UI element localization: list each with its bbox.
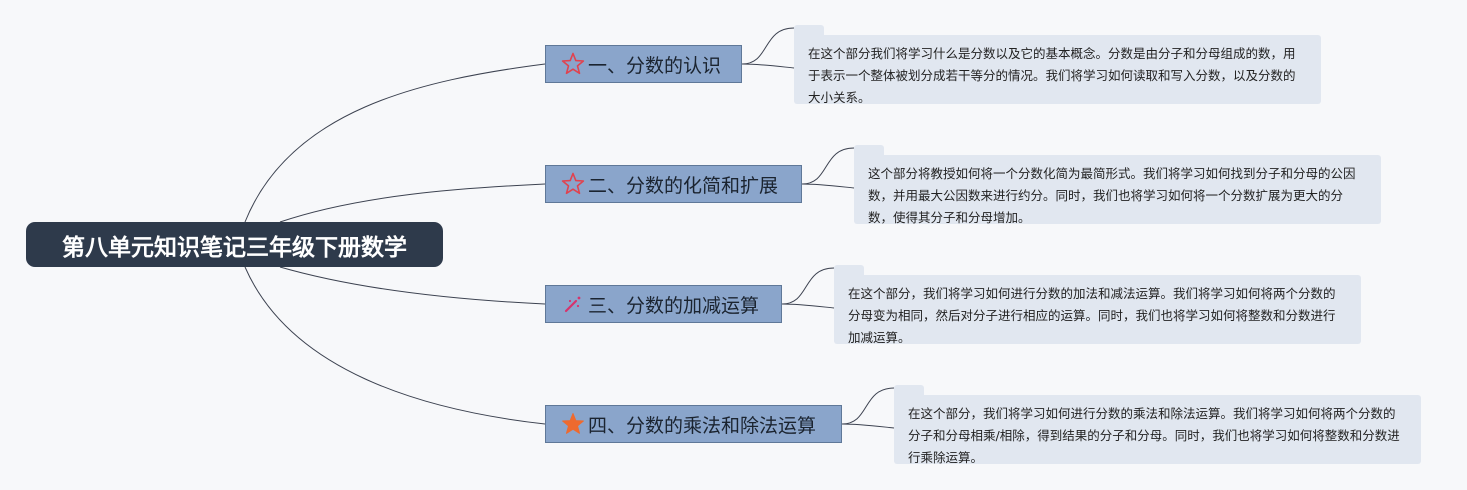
star-outline-icon bbox=[560, 51, 586, 77]
branch-label: 一、分数的认识 bbox=[588, 54, 722, 77]
note-1[interactable]: 在这个部分我们将学习什么是分数以及它的基本概念。分数是由分子和分母组成的数，用于… bbox=[794, 35, 1321, 105]
branch-label: 四、分数的乘法和除法运算 bbox=[588, 414, 817, 437]
star-filled-icon bbox=[560, 411, 586, 437]
central-topic[interactable]: 第八单元知识笔记三年级下册数学 bbox=[26, 222, 443, 267]
note-3[interactable]: 在这个部分，我们将学习如何进行分数的加法和减法运算。我们将学习如何将两个分数的分… bbox=[834, 275, 1361, 345]
connector-branch-2 bbox=[279, 183, 546, 223]
note-4[interactable]: 在这个部分，我们将学习如何进行分数的乘法和除法运算。我们将学习如何将两个分数的分… bbox=[894, 395, 1421, 465]
connector-note-1 bbox=[741, 27, 795, 69]
branch-topic-4[interactable]: 四、分数的乘法和除法运算 bbox=[545, 405, 842, 443]
branch-topic-1[interactable]: 一、分数的认识 bbox=[545, 45, 742, 83]
connector-branch-4 bbox=[244, 266, 546, 425]
connector-branch-3 bbox=[279, 266, 546, 305]
connector-note-3 bbox=[781, 267, 835, 309]
magic-wand-icon bbox=[560, 291, 586, 317]
branch-topic-2[interactable]: 二、分数的化简和扩展 bbox=[545, 165, 802, 203]
star-outline-icon bbox=[560, 171, 586, 197]
connector-note-2 bbox=[801, 147, 855, 189]
connector-note-4 bbox=[841, 387, 895, 429]
connector-branch-1 bbox=[244, 63, 546, 223]
branch-label: 二、分数的化简和扩展 bbox=[588, 174, 779, 197]
branch-label: 三、分数的加减运算 bbox=[588, 294, 760, 317]
branch-topic-3[interactable]: 三、分数的加减运算 bbox=[545, 285, 782, 323]
note-2[interactable]: 这个部分将教授如何将一个分数化简为最简形式。我们将学习如何找到分子和分母的公因数… bbox=[854, 155, 1381, 225]
